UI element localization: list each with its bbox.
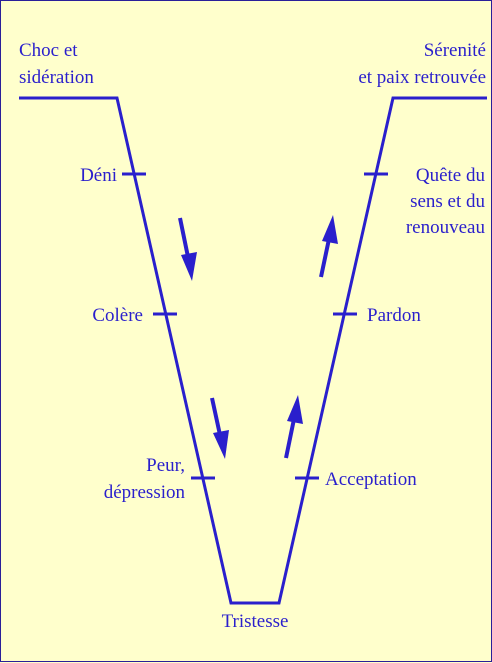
label-serenite-line1: Sérenité: [424, 40, 486, 61]
label-acceptation: Acceptation: [325, 469, 417, 490]
label-colere: Colère: [92, 305, 143, 326]
label-deni: Déni: [80, 165, 117, 186]
grief-curve: [19, 96, 487, 605]
label-peur-line2: dépression: [104, 482, 186, 503]
arrow-down-upper: [178, 217, 197, 281]
label-choc-line2: sidération: [19, 67, 94, 88]
arrow-up-lower: [284, 395, 303, 459]
arrow-up-upper: [319, 215, 338, 278]
label-quete-line3: renouveau: [406, 217, 486, 238]
label-choc-line1: Choc et: [19, 40, 78, 61]
label-serenite-line2: et paix retrouvée: [358, 67, 486, 88]
label-tristesse: Tristesse: [222, 611, 289, 632]
label-pardon: Pardon: [367, 305, 421, 326]
arrow-down-lower: [210, 397, 229, 459]
label-peur-line1: Peur,: [146, 455, 185, 476]
label-quete-line1: Quête du: [416, 165, 486, 186]
label-quete-line2: sens et du: [410, 191, 485, 212]
